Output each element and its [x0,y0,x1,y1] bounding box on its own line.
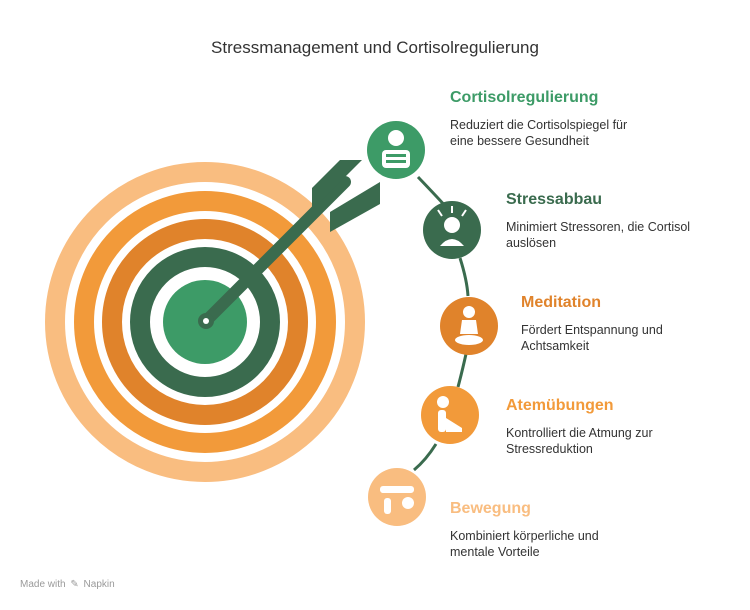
item-stressabbau: Stressabbau Minimiert Stressoren, die Co… [506,191,696,251]
meditating-person-icon [440,297,498,355]
item-title: Atemübungen [506,397,614,414]
item-title: Bewegung [450,500,531,517]
item-bewegung: Bewegung Kombiniert körperliche und ment… [450,500,640,560]
target-ring-outer [45,162,365,482]
item-title: Meditation [521,294,601,311]
item-description: Kontrolliert die Atmung zur Stressredukt… [506,426,653,456]
item-description: Minimiert Stressoren, die Cortisol auslö… [506,220,691,250]
made-with-label: Made with [20,579,66,590]
target-ring-3 [102,219,308,425]
item-title: Cortisolregulierung [450,89,599,106]
item-description: Kombiniert körperliche und mentale Vorte… [450,529,599,559]
item-title: Stressabbau [506,191,603,208]
item-description: Reduziert die Cortisolspiegel für eine b… [450,118,628,148]
target-rings [45,162,365,482]
item-meditation: Meditation Fördert Entspannung und Achts… [521,294,711,354]
item-description: Fördert Entspannung und Achtsamkeit [521,323,663,353]
arrow-icon [198,160,380,329]
napkin-logo-icon: ✎ [70,579,79,590]
page-title: Stressmanagement und Cortisolregulierung [211,38,539,57]
stressed-person-icon [423,201,481,259]
doctor-patient-icon [367,121,425,179]
item-cortisolregulierung: Cortisolregulierung Reduziert die Cortis… [450,89,640,149]
stretching-person-icon [368,468,426,526]
napkin-brand: Napkin [83,579,115,590]
target-ring-4 [74,191,336,453]
breathing-exercise-icon [421,386,479,444]
target-ring-2 [130,247,280,397]
item-atemuebungen: Atemübungen Kontrolliert die Atmung zur … [506,397,696,457]
made-with-napkin[interactable]: Made with ✎ Napkin [20,579,115,590]
